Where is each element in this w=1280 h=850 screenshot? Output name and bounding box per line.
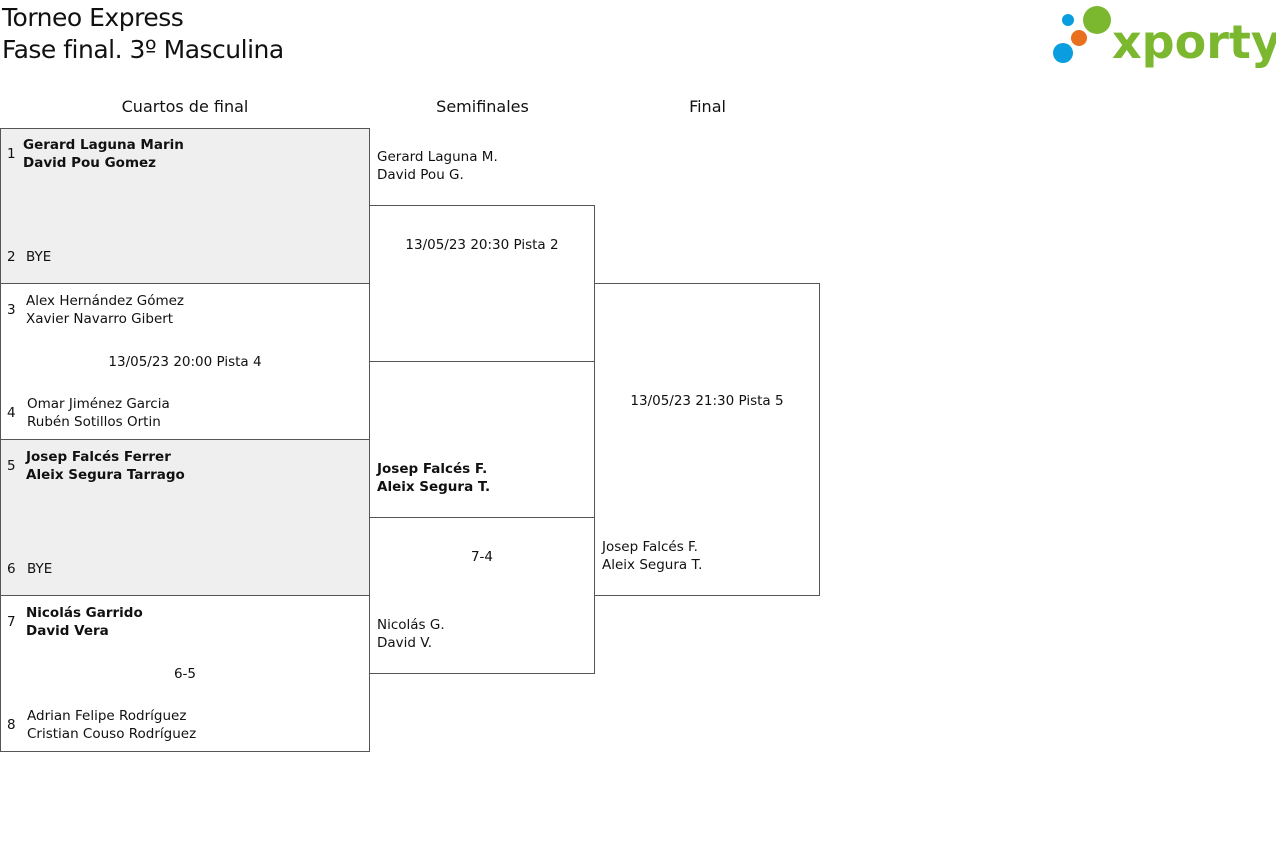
logo-dot-orange — [1071, 30, 1087, 46]
player-name: Nicolás G. — [377, 617, 445, 633]
seed-number: 1 — [7, 146, 16, 162]
player-name: Rubén Sotillos Ortin — [27, 414, 161, 430]
player-name: Xavier Navarro Gibert — [26, 311, 174, 327]
player-name: BYE — [27, 561, 53, 577]
quarterfinal-match-3 — [0, 439, 370, 596]
final-match — [594, 283, 820, 596]
match-score: 7-4 — [470, 549, 494, 565]
player-name: David Pou Gomez — [23, 155, 157, 171]
page-subtitle: Fase final. 3º Masculina — [2, 35, 284, 64]
semifinal-match-1 — [369, 205, 595, 362]
seed-number: 3 — [7, 302, 16, 318]
column-header-semifinals: Semifinales — [436, 97, 529, 116]
seed-number: 5 — [7, 458, 16, 474]
seed-number: 4 — [7, 405, 16, 421]
match-info: 13/05/23 20:30 Pista 2 — [405, 237, 559, 253]
player-name: Aleix Segura Tarrago — [26, 467, 185, 483]
xporty-logo: xporty — [1053, 6, 1276, 68]
seed-number: 6 — [7, 561, 16, 577]
quarterfinal-match-1 — [0, 128, 370, 284]
player-name: Omar Jiménez Garcia — [27, 396, 170, 412]
logo-dot-blue-small — [1062, 14, 1074, 26]
player-name: Josep Falcés F. — [377, 461, 488, 477]
player-name: David Pou G. — [377, 167, 464, 183]
player-name: Josep Falcés F. — [602, 539, 698, 555]
logo-dot-green — [1083, 6, 1111, 34]
column-header-final: Final — [689, 97, 726, 116]
player-name: BYE — [26, 249, 52, 265]
player-name: David V. — [377, 635, 433, 651]
match-info: 13/05/23 20:00 Pista 4 — [108, 354, 262, 370]
column-header-quarterfinals: Cuartos de final — [121, 97, 249, 116]
player-name: Aleix Segura T. — [377, 479, 491, 495]
seed-number: 2 — [7, 249, 16, 265]
logo-dot-blue — [1053, 43, 1073, 63]
player-name: Aleix Segura T. — [602, 557, 703, 573]
logo-text: xporty — [1112, 15, 1276, 68]
match-score: 6-5 — [173, 666, 197, 682]
player-name: Nicolás Garrido — [26, 605, 143, 621]
player-name: Gerard Laguna Marin — [23, 137, 184, 153]
player-name: Adrian Felipe Rodríguez — [27, 708, 187, 724]
player-name: Alex Hernández Gómez — [26, 293, 185, 309]
player-name: David Vera — [26, 623, 109, 639]
seed-number: 7 — [7, 614, 16, 630]
seed-number: 8 — [7, 717, 16, 733]
player-name: Cristian Couso Rodríguez — [27, 726, 197, 742]
page-title: Torneo Express — [2, 3, 184, 32]
player-name: Gerard Laguna M. — [377, 149, 498, 165]
match-info: 13/05/23 21:30 Pista 5 — [630, 393, 784, 409]
player-name: Josep Falcés Ferrer — [26, 449, 171, 465]
